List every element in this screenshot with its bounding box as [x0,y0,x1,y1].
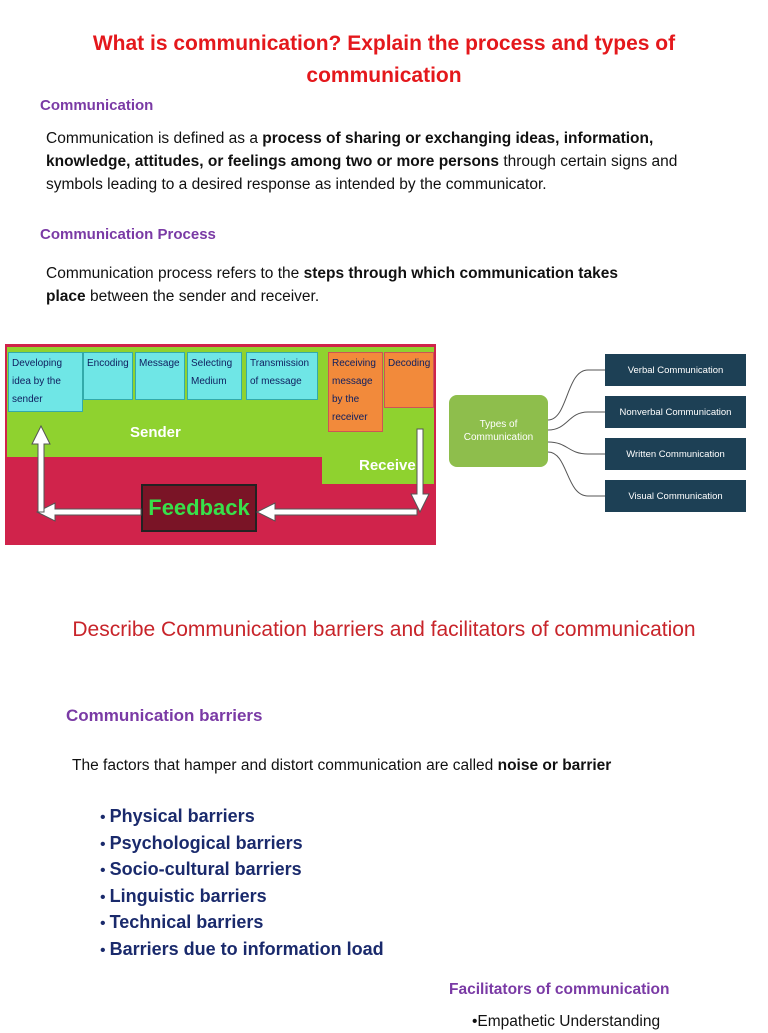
communication-definition: Communication is defined as a process of… [46,130,678,193]
up-arrow [31,424,51,513]
list-item: •Barriers due to information load [100,938,384,959]
list-item: •Socio-cultural barriers [100,859,302,880]
list-item: •Psychological barriers [100,832,303,853]
section-title-barriers: Describe Communication barriers and faci… [72,618,696,641]
section-heading-facilitators: Facilitators of communication [449,981,670,998]
process-arrows [31,424,430,522]
step-selecting-medium: Selecting Medium [187,352,242,400]
step-encoding: Encoding [83,352,133,400]
barriers-list: •Physical barriers •Psychological barrie… [100,804,384,964]
barriers-definition: The factors that hamper and distort comm… [72,757,612,774]
page-title: What is communication? Explain the proce… [92,32,676,87]
step-developing-idea: Developing idea by the sender [8,352,83,412]
type-verbal: Verbal Communication [605,354,746,386]
list-item: •Linguistic barriers [100,885,267,906]
facilitator-item: •Empathetic Understanding [472,1013,661,1030]
down-arrow [410,428,430,514]
section-heading-process: Communication Process [40,226,216,243]
type-written: Written Communication [605,438,746,470]
feedback-return-arrow [255,502,418,522]
section-heading-communication: Communication [40,97,154,114]
types-of-communication-node: Types of Communication [449,395,548,467]
list-item: •Physical barriers [100,806,255,826]
type-nonverbal: Nonverbal Communication [605,396,746,428]
type-visual: Visual Communication [605,480,746,512]
step-receiving-message: Receiving message by the receiver [328,352,383,432]
feedback-left-arrow [35,502,142,522]
process-definition: Communication process refers to the step… [46,265,618,305]
communication-process-diagram: Developing idea by the sender Encoding M… [5,344,436,545]
sender-label: Sender [130,424,181,441]
list-item: •Technical barriers [100,912,264,933]
step-transmission: Transmission of message [246,352,318,400]
step-message: Message [135,352,185,400]
feedback-box: Feedback [141,484,257,532]
receiver-label: Receiver [359,457,422,474]
step-decoding: Decoding [384,352,434,408]
section-heading-barriers: Communication barriers [66,706,263,725]
types-connector-lines [548,369,605,497]
